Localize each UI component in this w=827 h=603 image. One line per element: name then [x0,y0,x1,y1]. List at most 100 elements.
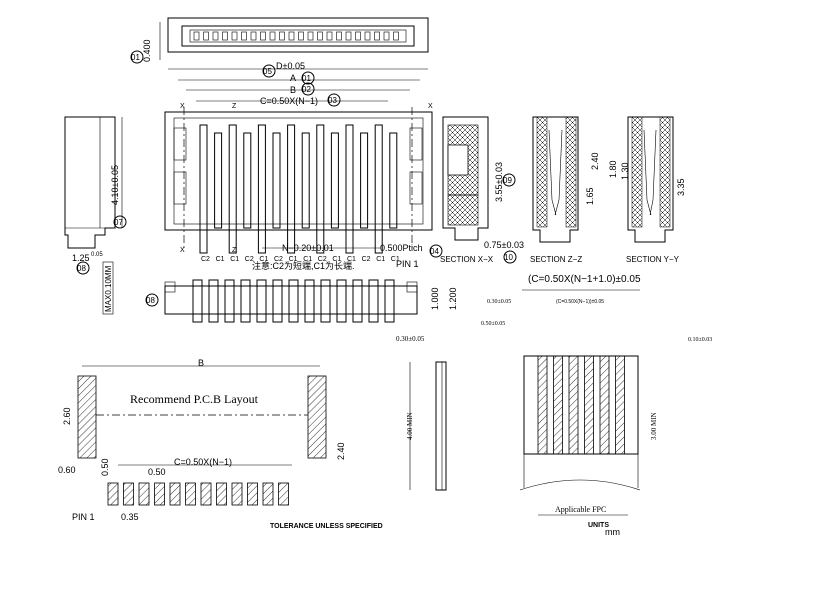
pin1-top: PIN 1 [396,259,419,269]
contact-label: C1 [230,256,239,263]
dim-410: 4.10±0.05 [110,165,120,205]
top-slot [374,31,380,41]
pcb-pad [185,482,196,506]
fpc-title: Applicable FPC [555,505,606,514]
bottom-pin [192,279,203,323]
contact-label: C1 [332,256,341,263]
main-pin [389,132,398,229]
dim-c-top: C=0.50X(N−1) [260,96,318,106]
bottom-pin [208,279,219,323]
top-slot [279,31,285,41]
contact-label: C2 [245,256,254,263]
top-slot [393,31,399,41]
top-slot [231,31,238,41]
main-pin [316,124,325,254]
balloon-10-label: 10 [504,253,513,262]
fpc-c-small: (C=0.50X(N−1))±0.05 [556,299,604,305]
balloon-08-label: 08 [77,264,86,273]
dim-b: B [290,85,296,95]
main-pin [257,124,266,254]
pcb-pad [231,482,243,506]
main-pin [214,132,223,229]
contact-label: C2 [201,256,210,263]
contact-label: C1 [259,256,268,263]
top-dimensions: D±0.05 05 A 01 B 02 C=0.50X(N−1) 03 [168,61,428,107]
pcb-240: 2.40 [336,442,346,460]
dim-1000: 1.000 [430,287,440,310]
svg-text:Z: Z [232,247,237,254]
top-slot [250,31,257,41]
pcb-pad [107,482,119,506]
contact-label: C1 [303,256,312,263]
pcb-050b: 0.50 [148,467,166,477]
units-mm: mm [605,527,620,537]
top-slot [364,31,371,41]
bottom-pin [336,279,347,323]
section-yy-label: SECTION Y−Y [626,255,680,264]
main-pin [199,124,208,254]
balloon-03-label: 03 [328,96,337,105]
bottom-pin [304,279,315,323]
balloon-06 [130,50,144,64]
pcb-pad [154,482,165,506]
balloon-04-label: 04 [430,247,439,256]
dim-180: 1.80 [608,160,618,178]
pcb-title: Recommend P.C.B Layout [130,392,259,406]
svg-text:0.05: 0.05 [91,252,103,258]
top-slot [298,31,304,41]
top-slot [269,31,276,41]
pcb-pad [247,482,258,506]
pcb-pin1: PIN 1 [72,512,95,522]
bottom-view: 1.000 1.200 08 [145,279,458,323]
bottom-pin [352,279,363,323]
top-slot [193,31,200,41]
section-xx-label: SECTION X−X [440,255,494,264]
main-pin [345,124,354,254]
units: UNITS [588,522,609,529]
main-pin [287,124,296,254]
pcb-pad [123,482,134,506]
dim-a: A [290,73,296,83]
top-slot [222,31,228,41]
side-view: 4.10±0.05 07 1.25 0.05 08 MAX0.10MM [64,116,127,315]
dim-max: MAX0.10MM [104,265,113,312]
main-pin [330,132,339,229]
contact-label: C1 [347,256,356,263]
pcb-pad [200,482,212,506]
fpc-lead [615,355,625,455]
pcb-c: C=0.50X(N−1) [174,457,232,467]
bottom-pin [256,279,267,323]
contact-label: C2 [274,256,283,263]
fpc-side: 4.00 MIN 0.30±0.05 [396,335,447,491]
dim-1200: 1.200 [448,287,458,310]
main-pin [228,124,237,254]
balloon-07-label: 07 [114,218,123,227]
balloon-01-label: 01 [302,74,311,83]
contact-label: C1 [216,256,225,263]
section-zz: 2.40 1.65 SECTION Z−Z [530,116,600,264]
top-slot [336,31,342,41]
fpc-lead [599,355,610,455]
contact-label: C1 [391,256,400,263]
dim-130: 1.30 [620,162,630,180]
main-pin [272,132,281,229]
contact-label: C1 [289,256,298,263]
svg-text:X: X [180,103,185,110]
balloon-08b-label: 08 [146,296,155,305]
svg-text:X: X [180,247,185,254]
top-slot [345,31,352,41]
pcb-pad [169,482,181,506]
balloon-09-label: 09 [503,176,512,185]
top-slot [383,31,390,41]
top-view: 0.400 01 [130,17,429,64]
pcb-050a: 0.50 [100,458,110,476]
svg-text:X: X [428,103,433,110]
top-slot [203,31,209,41]
fpc-lead [568,355,579,455]
main-pin [374,124,383,254]
balloon-05-label: 05 [263,67,272,76]
top-slot [212,31,219,41]
section-zz-label: SECTION Z−Z [530,255,582,264]
